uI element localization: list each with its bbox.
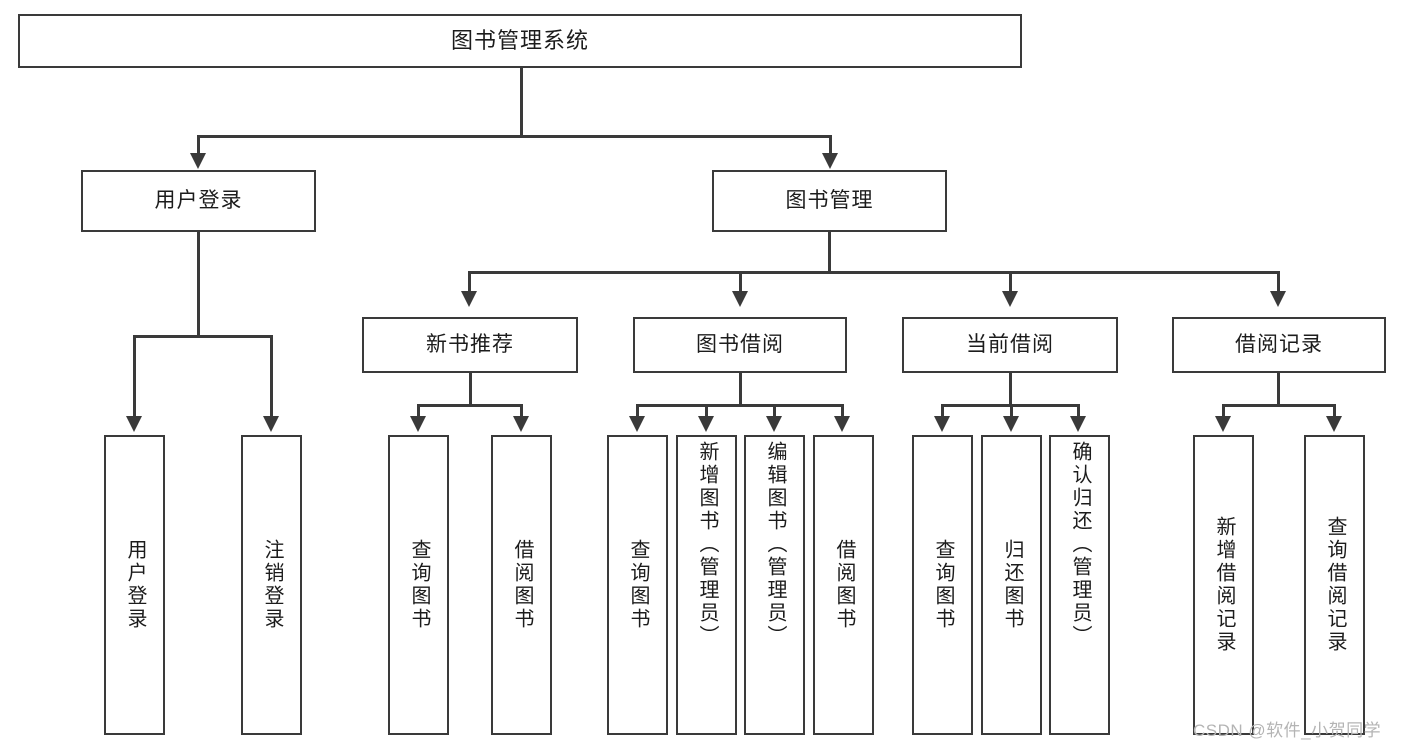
arrowhead-borrow-record-leaf-1 (1215, 416, 1231, 432)
leaf-user-login[interactable]: 用户登录 (104, 435, 165, 735)
node-user-login[interactable]: 用户登录 (81, 170, 316, 232)
connector-level3-bus (468, 271, 1279, 274)
node-book-management[interactable]: 图书管理 (712, 170, 947, 232)
arrowhead-new-book-recommend-leaf-2 (513, 416, 529, 432)
arrowhead-to-user-login (190, 153, 206, 169)
connector-user-login-leaf-1 (133, 335, 136, 417)
leaf-label: 查询图书 (627, 539, 649, 631)
node-label: 图书管理 (785, 188, 874, 212)
connector-book-borrow-leaf-1 (636, 404, 639, 418)
leaf-label: 查询图书 (932, 539, 954, 631)
leaf-label: 查询图书 (408, 539, 430, 631)
arrowhead-to-current-borrow (1002, 291, 1018, 307)
connector-book-borrow-leaf-2 (705, 404, 708, 418)
arrowhead-book-borrow-leaf-3 (766, 416, 782, 432)
leaf-label: 借阅图书 (833, 539, 855, 631)
connector-new-book-recommend-leaf-2 (520, 404, 523, 418)
node-label: 图书管理系统 (450, 28, 589, 54)
node-label: 当前借阅 (966, 332, 1054, 356)
connector-current-borrow-leaf-3 (1077, 404, 1080, 418)
connector-book-borrow-trunk (739, 373, 742, 406)
connector-new-book-recommend-leaf-1 (417, 404, 420, 418)
connector-user-login-trunk (197, 232, 200, 337)
node-book-borrow[interactable]: 图书借阅 (633, 317, 847, 373)
leaf-label: 新增图书（管理员） (696, 441, 718, 648)
arrowhead-user-login-leaf-1 (126, 416, 142, 432)
node-label: 借阅记录 (1235, 332, 1323, 356)
connector-to-new-book-recommend (468, 271, 471, 293)
connector-user-login-bus (133, 335, 272, 338)
arrowhead-book-borrow-leaf-4 (834, 416, 850, 432)
leaf-label: 新增借阅记录 (1213, 516, 1235, 654)
leaf-query-book-borrow[interactable]: 查询图书 (607, 435, 668, 735)
arrowhead-to-new-book-recommend (461, 291, 477, 307)
connector-borrow-record-trunk (1277, 373, 1280, 406)
connector-current-borrow-leaf-2 (1010, 404, 1013, 418)
node-borrow-record[interactable]: 借阅记录 (1172, 317, 1386, 373)
connector-book-borrow-leaf-4 (841, 404, 844, 418)
node-new-book-recommend[interactable]: 新书推荐 (362, 317, 578, 373)
leaf-label: 用户登录 (124, 539, 146, 631)
connector-borrow-record-leaf-1 (1222, 404, 1225, 418)
connector-book-borrow-bus (636, 404, 843, 407)
connector-to-current-borrow (1009, 271, 1012, 293)
leaf-label: 查询借阅记录 (1324, 516, 1346, 654)
node-label: 图书借阅 (696, 332, 784, 356)
leaf-logout[interactable]: 注销登录 (241, 435, 302, 735)
leaf-add-borrow-record[interactable]: 新增借阅记录 (1193, 435, 1254, 735)
connector-borrow-record-bus (1222, 404, 1335, 407)
node-root-book-management-system[interactable]: 图书管理系统 (18, 14, 1022, 68)
leaf-return-book[interactable]: 归还图书 (981, 435, 1042, 735)
arrowhead-book-borrow-leaf-1 (629, 416, 645, 432)
connector-new-book-recommend-bus (417, 404, 522, 407)
arrowhead-borrow-record-leaf-2 (1326, 416, 1342, 432)
leaf-add-book-admin[interactable]: 新增图书（管理员） (676, 435, 737, 735)
arrowhead-new-book-recommend-leaf-1 (410, 416, 426, 432)
leaf-label: 借阅图书 (511, 539, 533, 631)
connector-user-login-leaf-2 (270, 335, 273, 417)
connector-to-book-borrow (739, 271, 742, 293)
leaf-borrow-book-recommend[interactable]: 借阅图书 (491, 435, 552, 735)
connector-to-book-management (829, 135, 832, 155)
leaf-query-borrow-record[interactable]: 查询借阅记录 (1304, 435, 1365, 735)
leaf-query-book-recommend[interactable]: 查询图书 (388, 435, 449, 735)
connector-borrow-record-leaf-2 (1333, 404, 1336, 418)
connector-new-book-recommend-trunk (469, 373, 472, 406)
leaf-query-book-current[interactable]: 查询图书 (912, 435, 973, 735)
leaf-label: 编辑图书（管理员） (764, 441, 786, 648)
leaf-label: 确认归还（管理员） (1069, 441, 1091, 648)
leaf-borrow-book[interactable]: 借阅图书 (813, 435, 874, 735)
connector-to-borrow-record (1277, 271, 1280, 293)
node-label: 新书推荐 (426, 332, 514, 356)
arrowhead-current-borrow-leaf-1 (934, 416, 950, 432)
connector-to-user-login (197, 135, 200, 155)
leaf-label: 注销登录 (261, 539, 283, 631)
arrowhead-to-book-borrow (732, 291, 748, 307)
node-current-borrow[interactable]: 当前借阅 (902, 317, 1118, 373)
arrowhead-current-borrow-leaf-3 (1070, 416, 1086, 432)
leaf-label: 归还图书 (1001, 539, 1023, 631)
arrowhead-user-login-leaf-2 (263, 416, 279, 432)
node-label: 用户登录 (154, 188, 243, 212)
connector-book-borrow-leaf-3 (773, 404, 776, 418)
watermark-text: CSDN @软件_小贺同学 (1193, 721, 1382, 740)
leaf-confirm-return-admin[interactable]: 确认归还（管理员） (1049, 435, 1110, 735)
connector-current-borrow-leaf-1 (941, 404, 944, 418)
connector-current-borrow-trunk (1009, 373, 1012, 406)
connector-root-trunk (520, 68, 523, 135)
leaf-edit-book-admin[interactable]: 编辑图书（管理员） (744, 435, 805, 735)
arrowhead-to-book-management (822, 153, 838, 169)
arrowhead-to-borrow-record (1270, 291, 1286, 307)
arrowhead-book-borrow-leaf-2 (698, 416, 714, 432)
arrowhead-current-borrow-leaf-2 (1003, 416, 1019, 432)
connector-book-management-trunk (828, 232, 831, 272)
connector-level2-bus (197, 135, 832, 138)
